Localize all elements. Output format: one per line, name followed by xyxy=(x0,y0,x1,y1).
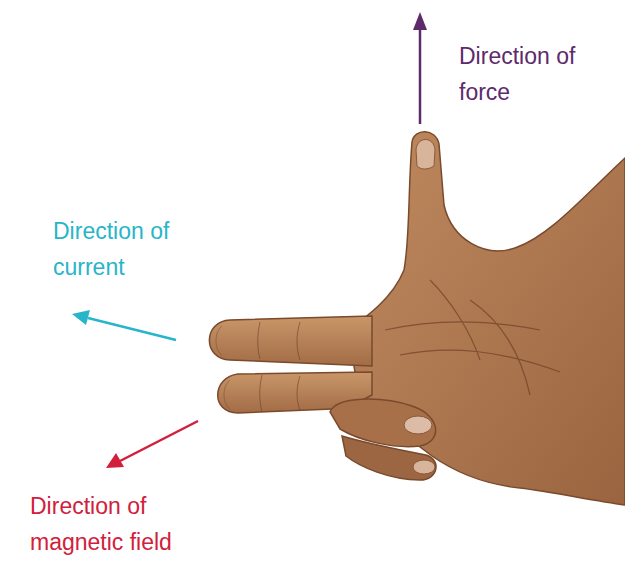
finger-nail xyxy=(404,416,432,434)
force-arrow xyxy=(419,28,422,124)
force-label: Direction of force xyxy=(459,38,579,110)
thumb-nail xyxy=(416,140,435,170)
current-label: Direction of current xyxy=(53,213,173,285)
field-arrow xyxy=(120,421,198,461)
current-arrowhead xyxy=(72,310,90,325)
current-arrow xyxy=(88,318,176,340)
index-finger xyxy=(209,316,372,366)
palm-crease xyxy=(385,280,560,395)
little-finger xyxy=(342,436,436,480)
finger-crease xyxy=(260,375,300,412)
finger-nail xyxy=(413,460,435,474)
field-arrowhead xyxy=(106,453,124,468)
field-label: Direction of magnetic field xyxy=(30,488,210,560)
force-arrowhead xyxy=(413,12,427,30)
finger-tip xyxy=(216,326,230,409)
finger-crease xyxy=(258,322,300,360)
